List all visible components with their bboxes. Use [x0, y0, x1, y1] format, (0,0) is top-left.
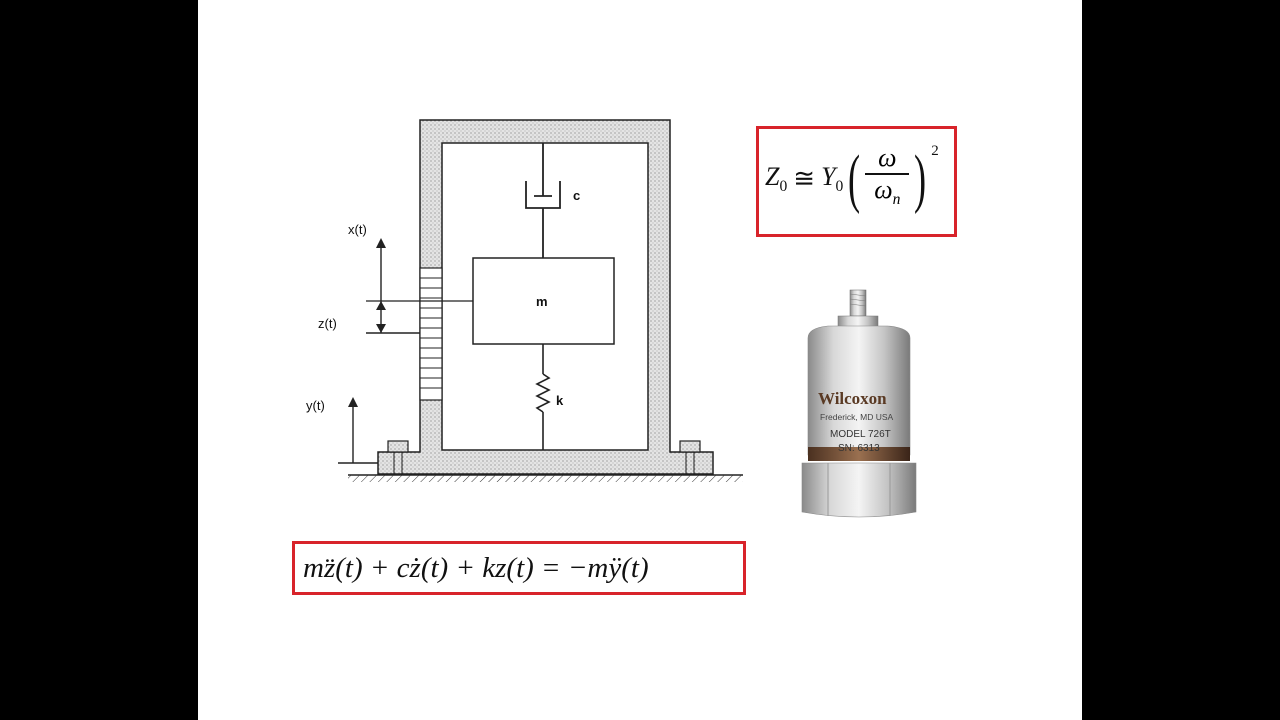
- sensor-serial: SN: 6313: [838, 443, 880, 454]
- approx-symbol: ≅: [793, 163, 816, 193]
- graduated-scale: [419, 267, 443, 401]
- y-displacement-arrow: [338, 397, 378, 464]
- sensor-model: MODEL 726T: [830, 429, 891, 440]
- mass-label: m: [536, 294, 548, 309]
- y-label: y(t): [306, 398, 325, 413]
- amplitude-equation-box: Z0 ≅ Y0 ( ω ωn ) 2: [756, 126, 957, 237]
- amplitude-rhs: Y0: [821, 161, 844, 195]
- slide: c m k x(t) z(t) y(t): [198, 0, 1082, 720]
- damper-label: c: [573, 188, 580, 203]
- left-bolt: [387, 440, 409, 453]
- amplitude-lhs: Z0: [765, 161, 788, 195]
- right-bolt: [679, 440, 701, 453]
- right-paren: ): [914, 141, 927, 215]
- sensor-location: Frederick, MD USA: [820, 412, 894, 422]
- x-displacement-arrow: [376, 238, 386, 301]
- z-label: z(t): [318, 316, 337, 331]
- motion-equation-box: mz̈(t) + cż(t) + kz(t) = −mÿ(t): [292, 541, 746, 595]
- z-displacement-arrow: [366, 301, 420, 334]
- equation-of-motion: mz̈(t) + cż(t) + kz(t) = −mÿ(t): [303, 552, 649, 584]
- left-paren: (: [848, 141, 861, 215]
- frequency-ratio: ω ωn: [865, 143, 910, 215]
- damper: [525, 143, 561, 258]
- x-label: x(t): [348, 222, 367, 237]
- mass-block: [472, 257, 615, 345]
- accelerometer-sensor: [801, 289, 917, 518]
- spring-label: k: [556, 393, 564, 408]
- spring: [535, 344, 551, 450]
- seismic-instrument-diagram: c m k x(t) z(t) y(t): [306, 119, 917, 518]
- exponent: 2: [931, 143, 939, 159]
- sensor-brand: Wilcoxon: [818, 389, 887, 408]
